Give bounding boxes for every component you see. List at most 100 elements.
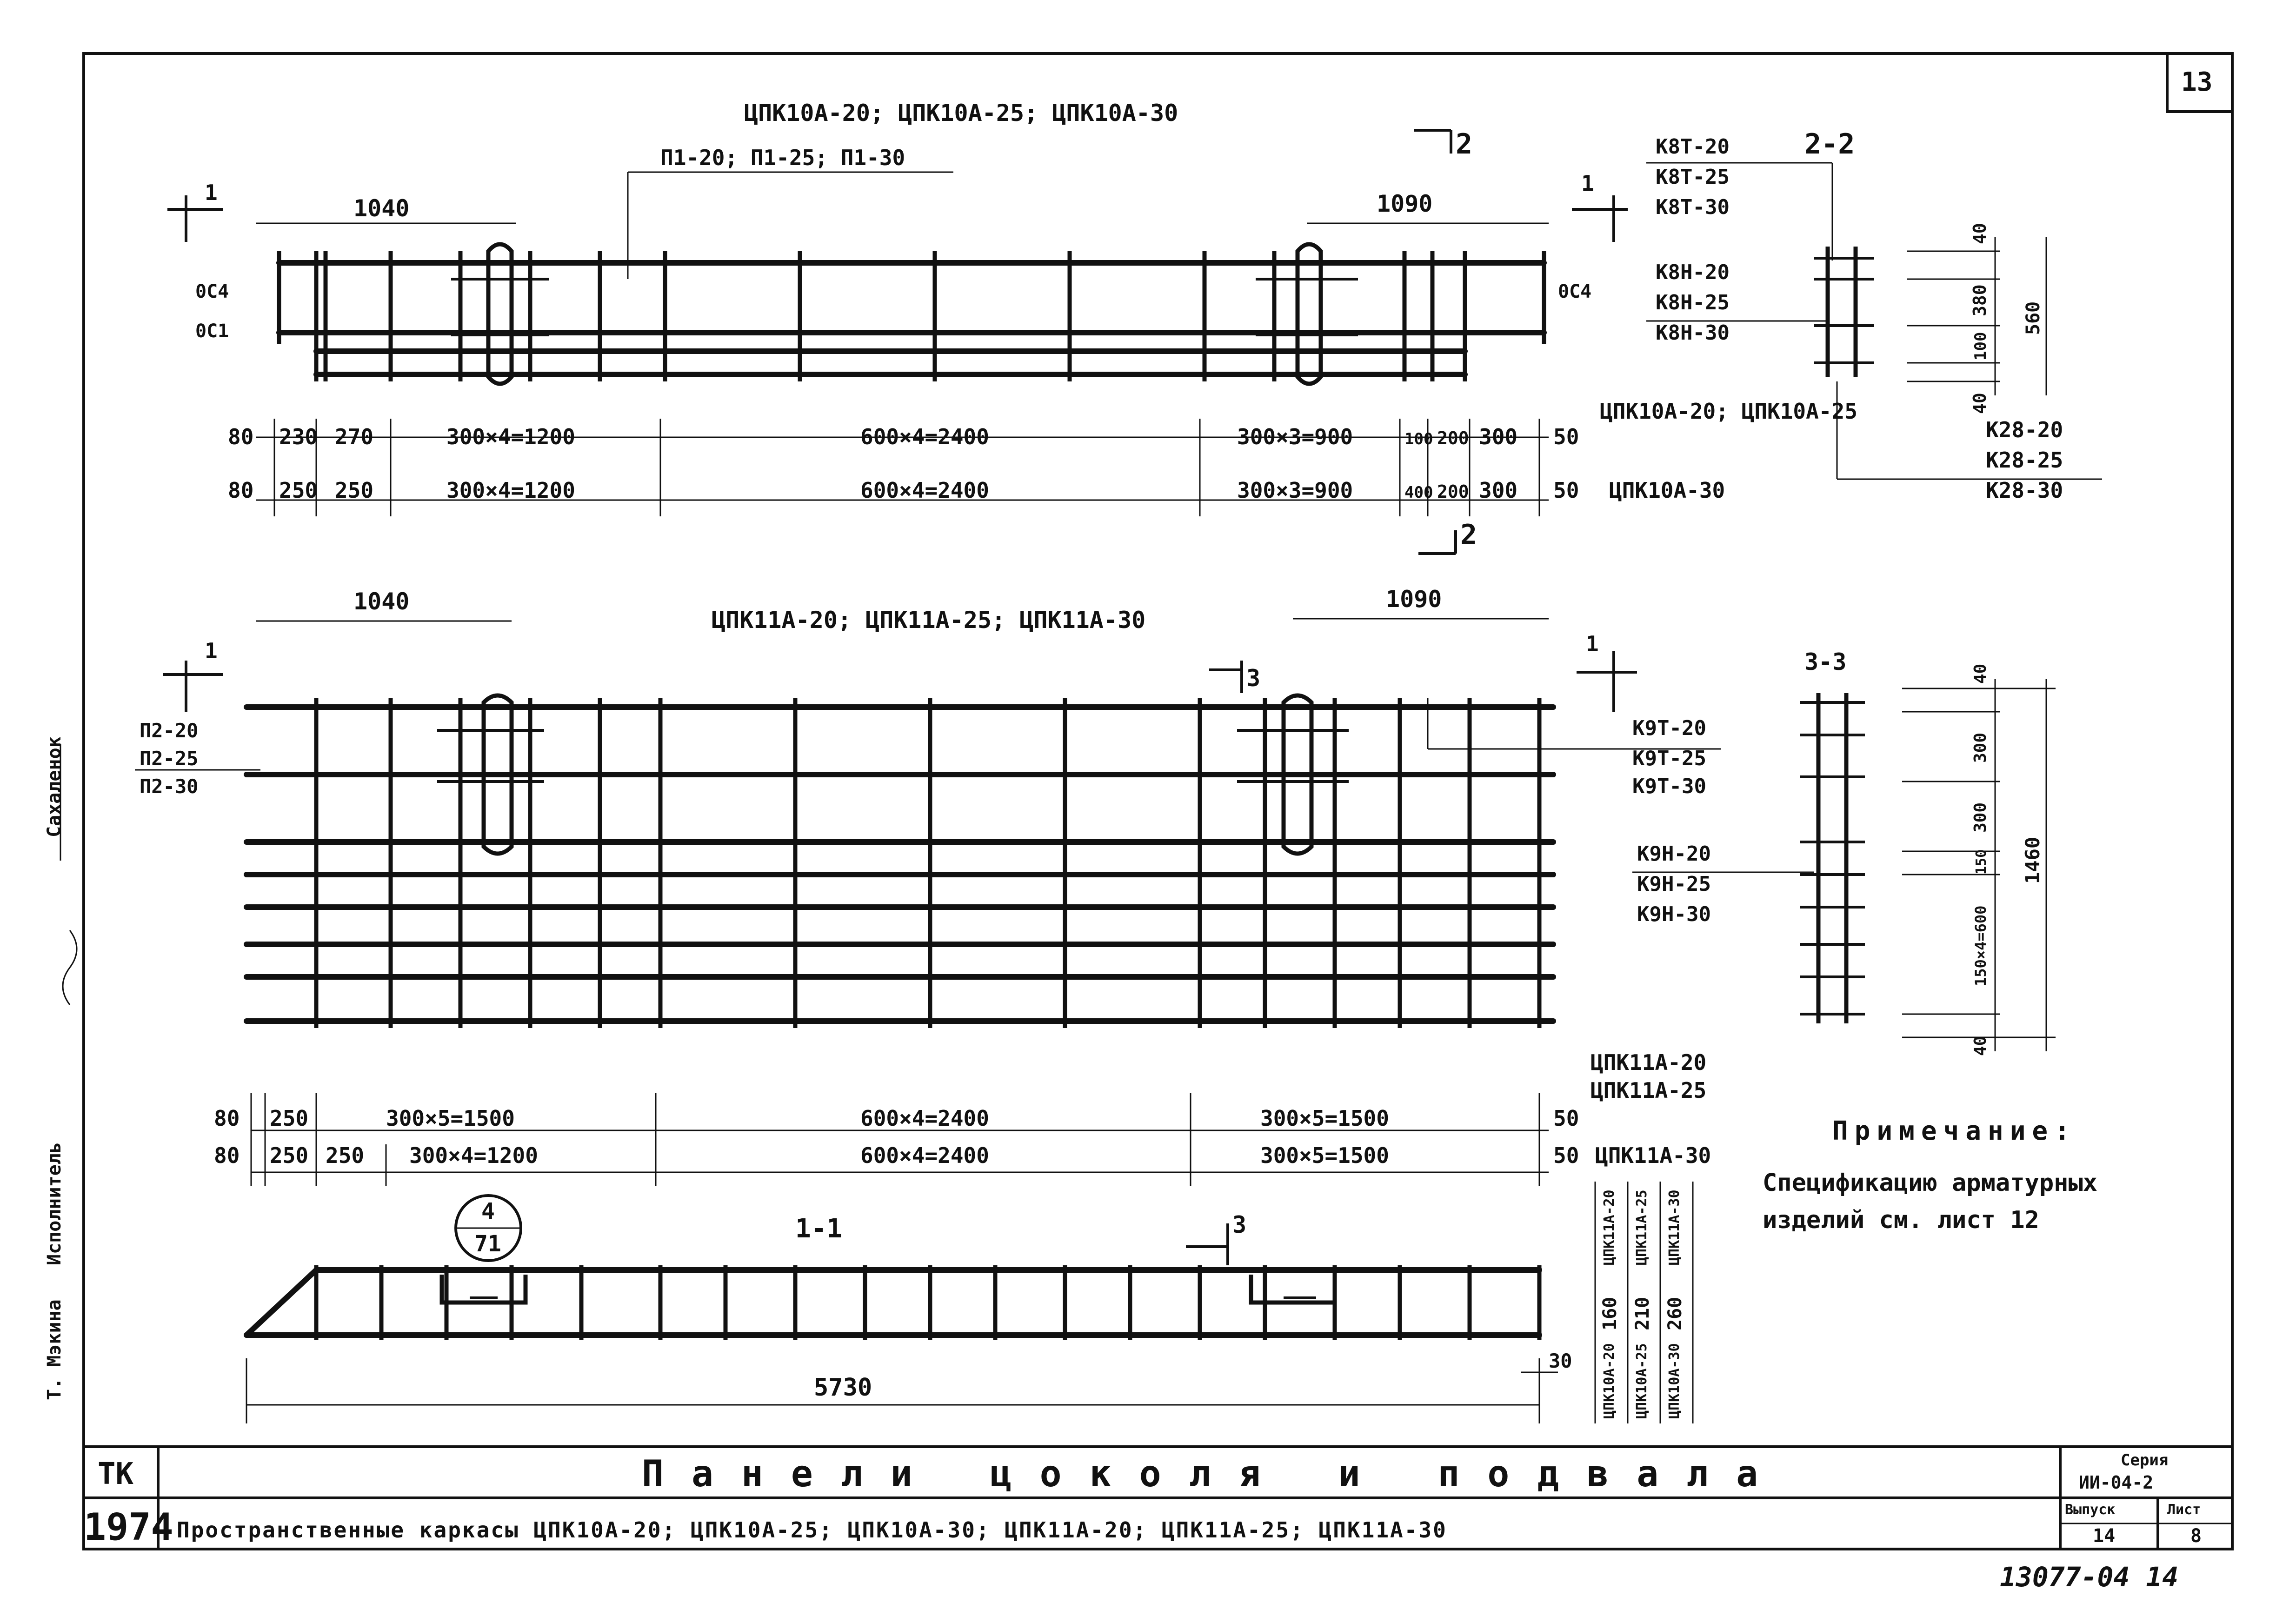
title-main: Панели цоколя и подвала — [642, 1453, 1786, 1495]
svg-text:80: 80 — [228, 424, 253, 449]
svg-text:П2-25: П2-25 — [140, 747, 198, 770]
svg-text:260: 260 — [1664, 1297, 1686, 1330]
svg-text:К9Н-30: К9Н-30 — [1637, 902, 1711, 926]
svg-text:К8Н-25: К8Н-25 — [1656, 291, 1730, 314]
svg-text:К9Н-20: К9Н-20 — [1637, 842, 1711, 866]
svg-text:100: 100 — [1404, 430, 1433, 448]
top-offset-2: 0С1 — [195, 321, 229, 342]
svg-text:К9Т-30: К9Т-30 — [1632, 775, 1706, 798]
top-dim-row-2: 80 250 250 300×4=1200 600×4=2400 300×3=9… — [228, 478, 1725, 503]
page-number-box — [2166, 52, 2234, 113]
title-sub: Пространственные каркасы ЦПК10А-20; ЦПК1… — [177, 1517, 1447, 1543]
svg-text:300: 300 — [1971, 733, 1990, 763]
middle-view-title: ЦПК11А-20; ЦПК11А-25; ЦПК11А-30 — [712, 607, 1145, 634]
note-heading: Примечание: — [1832, 1116, 2076, 1146]
svg-text:300×4=1200: 300×4=1200 — [446, 478, 575, 503]
title-block: ТК 1974 Панели цоколя и подвала Простран… — [84, 1445, 2232, 1549]
svg-text:300×5=1500: 300×5=1500 — [386, 1106, 515, 1131]
mid-dim-ticks — [250, 1093, 1540, 1186]
note-line-1: Спецификацию арматурных — [1763, 1169, 2097, 1197]
section-3-3: 3-3 40 300 300 150 150×4=600 40 1460 — [1800, 648, 2056, 1056]
svg-text:50: 50 — [1553, 1106, 1579, 1131]
svg-text:ЦПК11А-30: ЦПК11А-30 — [1595, 1143, 1711, 1168]
svg-text:50: 50 — [1553, 478, 1579, 503]
svg-text:ЦПК10А-30: ЦПК10А-30 — [1609, 478, 1725, 503]
svg-text:ЦПК11А-20: ЦПК11А-20 — [1591, 1050, 1706, 1075]
issue-value: 14 — [2093, 1525, 2115, 1547]
svg-text:600×4=2400: 600×4=2400 — [860, 1106, 989, 1131]
mid-longitudinal — [244, 704, 1556, 1024]
mid-stirrups — [314, 698, 1542, 1028]
svg-text:300×3=900: 300×3=900 — [1237, 478, 1353, 503]
margin-role: Исполнитель — [44, 1142, 65, 1265]
svg-text:300×3=900: 300×3=900 — [1237, 424, 1353, 449]
section-1-top-left: 1 — [205, 180, 218, 205]
svg-text:К8Н-30: К8Н-30 — [1656, 321, 1730, 345]
section-1-1-length: 5730 — [814, 1374, 872, 1402]
svg-text:600×4=2400: 600×4=2400 — [860, 1143, 989, 1168]
archive-stamp: 13077-04 14 — [2000, 1561, 2178, 1593]
svg-text:40: 40 — [1970, 223, 1990, 244]
svg-text:380: 380 — [1970, 284, 1990, 316]
svg-text:80: 80 — [214, 1143, 240, 1168]
svg-text:50: 50 — [1553, 1143, 1579, 1168]
svg-text:40: 40 — [1970, 393, 1990, 414]
svg-text:ЦПК11А-30: ЦПК11А-30 — [1666, 1189, 1683, 1265]
middle-view: ЦПК11А-20; ЦПК11А-25; ЦПК11А-30 1040 109… — [135, 586, 1814, 1186]
note: Примечание: Спецификацию арматурных изде… — [1763, 1116, 2097, 1234]
frame-outer — [82, 52, 2234, 1550]
mid-dim-right: 1090 — [1386, 586, 1442, 613]
mid-dim-row-1: 80 250 300×5=1500 600×4=2400 300×5=1500 … — [214, 1050, 1706, 1131]
svg-text:Лист: Лист — [2167, 1502, 2201, 1518]
margin-surname: Сахаленок — [44, 736, 65, 837]
svg-text:80: 80 — [214, 1106, 240, 1131]
svg-text:30: 30 — [1549, 1349, 1572, 1372]
svg-text:100: 100 — [1971, 332, 1990, 361]
svg-text:К8Т-20: К8Т-20 — [1656, 135, 1730, 159]
margin-labels: Сахаленок Исполнитель Т. Мэкина — [44, 736, 78, 1400]
svg-text:250: 250 — [335, 478, 373, 503]
svg-text:230: 230 — [279, 424, 318, 449]
svg-text:40: 40 — [1971, 664, 1990, 684]
section-2-2-title: 2-2 — [1804, 128, 1855, 160]
svg-text:К9Н-25: К9Н-25 — [1637, 872, 1711, 896]
svg-text:300×5=1500: 300×5=1500 — [1260, 1143, 1389, 1168]
mid-dim-row-2: 80 250 250 300×4=1200 600×4=2400 300×5=1… — [214, 1143, 1711, 1168]
svg-text:Серия: Серия — [2121, 1451, 2168, 1470]
svg-text:250: 250 — [279, 478, 318, 503]
top-dim-left: 1040 — [353, 195, 409, 222]
svg-text:600×4=2400: 600×4=2400 — [860, 424, 989, 449]
svg-text:К28-30: К28-30 — [1986, 478, 2063, 503]
svg-text:1: 1 — [205, 638, 218, 663]
svg-text:К8Т-25: К8Т-25 — [1656, 165, 1730, 189]
svg-text:ЦПК11А-25: ЦПК11А-25 — [1634, 1189, 1650, 1265]
svg-text:4: 4 — [481, 1198, 495, 1224]
svg-text:ЦПК10А-20: ЦПК10А-20 — [1601, 1343, 1617, 1419]
svg-text:1: 1 — [1586, 631, 1599, 656]
margin-row3: Т. Мэкина — [44, 1299, 65, 1400]
section-1-top-right: 1 — [1581, 171, 1594, 196]
top-offset-1: 0С4 — [195, 281, 229, 302]
section-2-2-total: 560 — [2023, 301, 2044, 335]
svg-text:250: 250 — [270, 1143, 308, 1168]
svg-text:К8Н-20: К8Н-20 — [1656, 261, 1730, 284]
sheet-value: 8 — [2190, 1525, 2202, 1547]
top-offset-right: 0С4 — [1558, 281, 1591, 302]
section-2-bottom: 2 — [1460, 519, 1477, 551]
svg-text:300: 300 — [1479, 424, 1517, 449]
svg-text:К28-20: К28-20 — [1986, 417, 2063, 442]
section-1-1-heights: ЦПК11А-20 ЦПК11А-25 ЦПК11А-30 160 210 26… — [1594, 1182, 1694, 1423]
svg-text:200: 200 — [1437, 481, 1469, 502]
svg-text:ЦПК10А-30: ЦПК10А-30 — [1666, 1343, 1683, 1419]
svg-text:300×4=1200: 300×4=1200 — [409, 1143, 538, 1168]
svg-text:250: 250 — [270, 1106, 308, 1131]
svg-text:300×5=1500: 300×5=1500 — [1260, 1106, 1389, 1131]
svg-text:270: 270 — [335, 424, 373, 449]
svg-text:71: 71 — [474, 1231, 501, 1257]
svg-text:150: 150 — [1973, 849, 1990, 875]
mid-dim-left: 1040 — [353, 588, 409, 615]
top-view-stirrups — [277, 251, 1546, 381]
note-line-2: изделий см. лист 12 — [1763, 1206, 2039, 1234]
svg-text:ЦПК10А-25: ЦПК10А-25 — [1634, 1343, 1650, 1419]
